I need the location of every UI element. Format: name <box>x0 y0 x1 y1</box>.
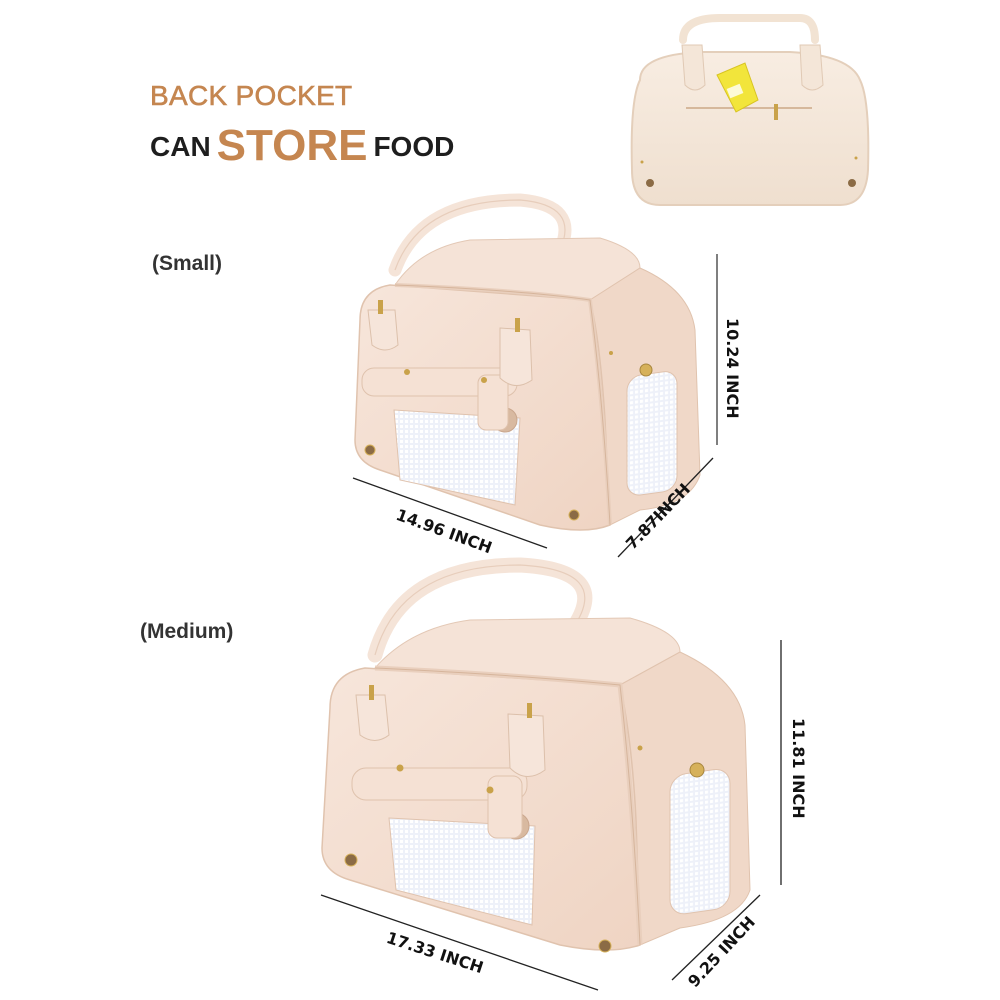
small-height-label: 10.24 INCH <box>723 318 742 419</box>
medium-height-label: 11.81 INCH <box>789 718 808 819</box>
headline-accent: STORE <box>216 121 368 170</box>
small-bag <box>354 193 701 531</box>
medium-bag <box>321 557 751 953</box>
back-view-bag <box>630 14 870 206</box>
size-label-medium: (Medium) <box>140 620 234 643</box>
headline-back-pocket: BACK POCKET <box>150 80 353 112</box>
medium-dimension-lines <box>320 640 782 991</box>
small-dimension-lines <box>352 254 718 558</box>
size-label-small: (Small) <box>152 252 223 275</box>
headline-prefix: CAN <box>150 131 211 162</box>
headline-suffix: FOOD <box>373 131 455 162</box>
